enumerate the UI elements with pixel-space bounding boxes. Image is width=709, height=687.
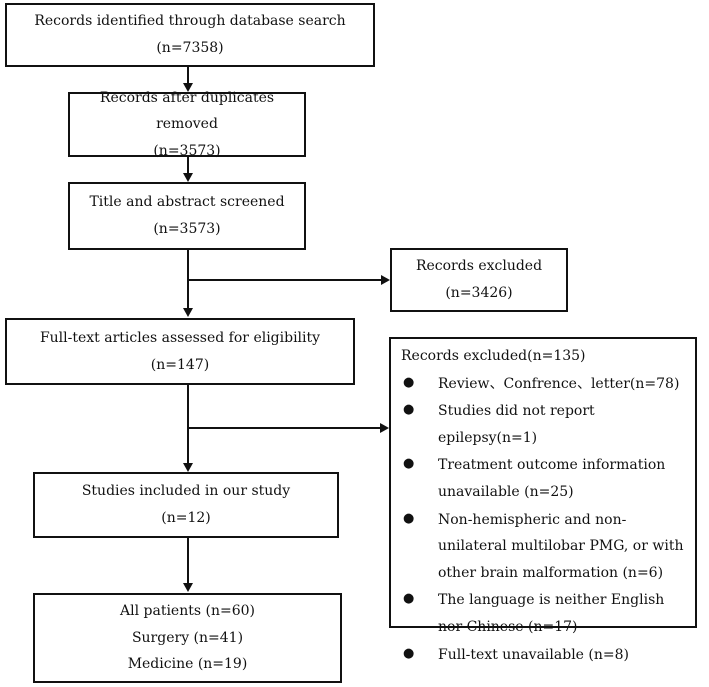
connector-4 (187, 385, 189, 464)
arrow-3-branch (381, 275, 390, 285)
all-patients-label: All patients (n=60) (120, 603, 255, 620)
connector-1 (187, 67, 189, 84)
surgery-label: Surgery (n=41) (131, 629, 244, 646)
bullet-icon: ● (403, 510, 415, 526)
fulltext-excluded-box: Records excluded(n=135) ●Review、Confrenc… (389, 337, 697, 663)
bullet-icon: ● (403, 374, 415, 390)
bullet-icon: ● (403, 456, 415, 472)
bullet-icon: ● (403, 591, 415, 607)
exclusion-reason: ●Full-text unavailable (n=8) (401, 642, 685, 669)
exclusion-reason: ●Studies did not report epilepsy(n=1) (401, 398, 685, 451)
fulltext-count: (n=147) (150, 356, 210, 373)
records-excluded-label: Records excluded (415, 258, 543, 275)
exclusion-reason: ●The language is neither English nor Chi… (401, 587, 685, 640)
fulltext-excluded-title: Records excluded(n=135) (401, 348, 586, 364)
connector-4-branch (188, 427, 380, 429)
connector-5 (187, 538, 189, 584)
fulltext-assessed-box: Full-text articles assessed for eligibil… (5, 318, 355, 385)
records-identified-box: Records identified through database sear… (5, 3, 375, 67)
fulltext-label: Full-text articles assessed for eligibil… (39, 329, 321, 346)
exclusion-reasons-list: ●Review、Confrence、letter(n=78) ●Studies … (401, 371, 685, 669)
duplicates-removed-box: Records after duplicates removed (n=3573… (68, 90, 306, 159)
records-excluded-box: Records excluded (n=3426) (390, 248, 568, 312)
medicine-label: Medicine (n=19) (127, 656, 248, 673)
arrow-2 (183, 173, 193, 182)
all-patients-box: All patients (n=60) Surgery (n=41) Medic… (33, 593, 342, 683)
duplicates-removed-count: (n=3573) (153, 142, 221, 159)
exclusion-reason: ●Treatment outcome information unavailab… (401, 452, 685, 505)
studies-included-box: Studies included in our study (n=12) (33, 472, 339, 538)
connector-2 (187, 157, 189, 174)
bullet-icon: ● (403, 402, 415, 418)
bullet-icon: ● (403, 645, 415, 661)
connector-3-branch (188, 279, 381, 281)
exclusion-reason: ●Non-hemispheric and non-unilateral mult… (401, 507, 685, 587)
arrow-3 (183, 308, 193, 317)
records-identified-count: (n=7358) (156, 40, 224, 56)
duplicates-removed-label: Records after duplicates removed (99, 89, 275, 133)
records-identified-label: Records identified through database sear… (34, 13, 346, 30)
arrow-1 (183, 83, 193, 92)
arrow-4-branch (380, 423, 389, 433)
arrow-4 (183, 463, 193, 472)
screened-count: (n=3573) (153, 221, 221, 237)
exclusion-reason: ●Review、Confrence、letter(n=78) (401, 371, 685, 398)
records-excluded-count: (n=3426) (445, 285, 513, 301)
arrow-5 (183, 583, 193, 592)
studies-included-label: Studies included in our study (81, 483, 291, 500)
title-abstract-screened-box: Title and abstract screened (n=3573) (68, 182, 306, 250)
screened-label: Title and abstract screened (89, 194, 285, 211)
studies-included-count: (n=12) (161, 510, 211, 526)
